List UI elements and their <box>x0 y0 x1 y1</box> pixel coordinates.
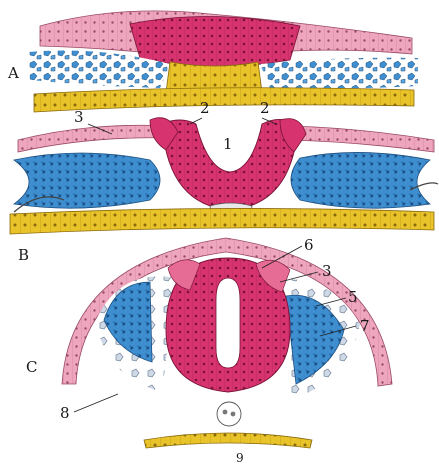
label-1: 1 <box>223 137 233 152</box>
panel-c <box>62 238 392 448</box>
leader-2-left <box>190 118 202 124</box>
panel-b-somite-right <box>291 152 430 208</box>
panel-a <box>28 11 418 112</box>
panel-label-b: B <box>18 248 29 263</box>
label-2-left: 2 <box>200 101 210 116</box>
panel-a-endoderm <box>34 88 414 112</box>
label-6: 6 <box>304 238 314 253</box>
panel-a-neural-plate <box>130 16 300 66</box>
label-9: 9 <box>236 452 244 464</box>
notochord-nucleus <box>231 412 236 417</box>
label-7: 7 <box>360 319 370 334</box>
panel-b-endoderm <box>10 208 434 234</box>
panel-a-mesoderm-right <box>260 58 418 89</box>
label-2-right: 2 <box>260 101 270 116</box>
label-5: 5 <box>348 290 358 305</box>
leader-8 <box>74 394 118 412</box>
label-3-top: 3 <box>74 110 84 125</box>
label-8: 8 <box>60 406 70 421</box>
panel-b-neural-groove <box>162 119 298 210</box>
panel-b-ectoderm-right <box>290 126 434 152</box>
panel-b-ectoderm-left <box>18 125 170 152</box>
panel-c-notochord <box>217 402 241 426</box>
panel-label-c: C <box>26 360 37 375</box>
panel-c-endoderm <box>144 433 312 448</box>
panel-c-neural-canal <box>216 278 240 368</box>
label-3-mid: 3 <box>322 264 332 279</box>
notochord-nucleus <box>223 410 228 415</box>
panel-b-somite-left <box>14 153 160 208</box>
panel-label-a: A <box>8 66 19 81</box>
